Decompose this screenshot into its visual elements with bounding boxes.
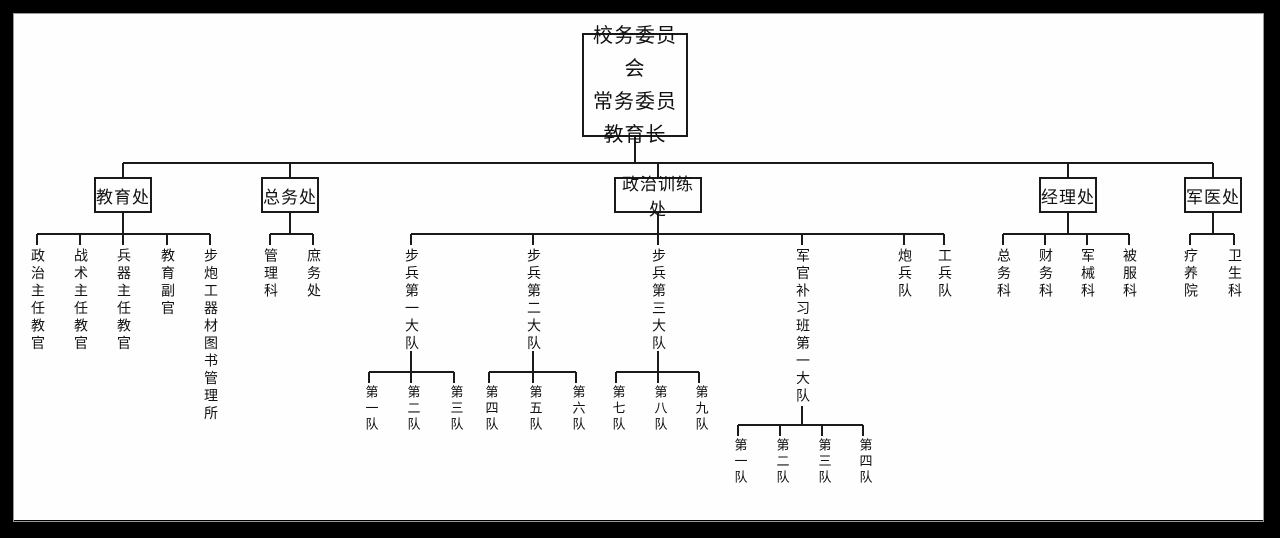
- org-node-officer-squad-1: 第一队: [731, 438, 747, 486]
- org-node-ordnance-section: 军械科: [1079, 248, 1096, 301]
- org-node-squad-6: 第六队: [569, 385, 585, 433]
- frame-bottom: [0, 520, 1280, 538]
- dept-box-education: 教育处: [94, 177, 152, 213]
- org-node-squad-1: 第一队: [362, 385, 378, 433]
- root-box-school-committee: 校务委员会 常务委员 教育长: [582, 23, 688, 146]
- root-line-1: 校务委员会: [593, 23, 677, 80]
- org-node-tactics-chief-instructor: 战术主任教官: [72, 248, 89, 353]
- org-node-clothing-section: 被服科: [1121, 248, 1138, 301]
- org-node-materiel-library-office: 步炮工器材图书管理所: [202, 248, 219, 423]
- org-node-infantry-2nd-battalion: 步兵第二大队: [525, 248, 542, 353]
- org-node-engineer-company: 工兵队: [936, 248, 953, 301]
- dept-box-management: 经理处: [1039, 177, 1097, 213]
- frame-top: [0, 0, 1280, 13]
- org-node-officer-class-battalion: 军官补习班第一大队: [794, 248, 811, 406]
- org-node-officer-squad-3: 第三队: [815, 438, 831, 486]
- org-node-squad-7: 第七队: [609, 385, 625, 433]
- org-node-squad-3: 第三队: [447, 385, 463, 433]
- dept-box-military-medical: 军医处: [1184, 177, 1242, 213]
- org-node-finance-section: 财务科: [1037, 248, 1054, 301]
- org-node-squad-4: 第四队: [482, 385, 498, 433]
- org-node-squad-2: 第二队: [404, 385, 420, 433]
- root-line-2: 常务委员: [593, 89, 677, 113]
- org-node-misc-affairs-office: 庶务处: [305, 248, 322, 301]
- org-node-squad-5: 第五队: [526, 385, 542, 433]
- dept-box-political-training: 政治训练处: [614, 175, 702, 220]
- org-node-officer-squad-4: 第四队: [856, 438, 872, 486]
- org-node-education-adjutant: 教育副官: [159, 248, 176, 318]
- org-node-squad-9: 第九队: [692, 385, 708, 433]
- org-node-political-chief-instructor: 政治主任教官: [29, 248, 46, 353]
- org-node-artillery-company: 炮兵队: [896, 248, 913, 301]
- org-node-infantry-1st-battalion: 步兵第一大队: [403, 248, 420, 353]
- org-node-infantry-3rd-battalion: 步兵第三大队: [650, 248, 667, 353]
- dept-box-general-affairs: 总务处: [261, 177, 319, 213]
- org-node-squad-8: 第八队: [651, 385, 667, 433]
- org-node-weapons-chief-instructor: 兵器主任教官: [115, 248, 132, 353]
- org-node-sanatorium: 疗养院: [1182, 248, 1199, 301]
- root-line-3: 教育长: [603, 122, 667, 146]
- org-node-hygiene-section: 卫生科: [1226, 248, 1243, 301]
- org-node-officer-squad-2: 第二队: [773, 438, 789, 486]
- frame-left: [0, 0, 13, 538]
- org-node-general-section: 总务科: [995, 248, 1012, 301]
- frame-right: [1264, 0, 1280, 538]
- org-node-management-section: 管理科: [262, 248, 279, 301]
